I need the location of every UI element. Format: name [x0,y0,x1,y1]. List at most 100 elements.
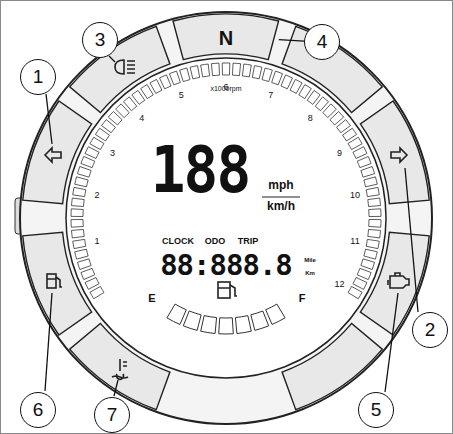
callout-number: 4 [317,31,328,53]
tach-tick [160,75,172,89]
display-text: Km [305,270,315,276]
tach-tick [353,278,367,290]
fuel-bar [183,311,201,330]
fuel-bar [219,318,234,334]
tach-number: 1 [94,236,99,246]
tach-tick [353,147,367,159]
tach-tick [364,249,377,259]
tach-tick [180,68,190,82]
tach-tick [169,71,180,85]
tach-tick [201,64,210,77]
tach-tick [73,239,86,248]
fuel-bar [167,304,186,324]
tach-tick [262,68,272,82]
indicator-segment [360,101,429,204]
tach-tick [141,85,154,99]
display-text: ODO [205,236,226,246]
display-text: CLOCK [162,236,194,246]
tach-number: 11 [350,236,359,246]
tach-tick [211,63,219,75]
indicator-segment [23,101,92,204]
callout-number: 2 [425,319,436,341]
tach-tick [222,63,230,75]
tach-tick [343,128,357,141]
status-icons [45,60,409,379]
display-text: km/h [267,199,295,213]
tach-number: 5 [179,90,184,100]
fuel-bar [251,311,269,330]
callout-circle: 7 [94,397,130,433]
tach-tick [348,137,362,149]
tach-tick [368,198,381,206]
tach-tick [90,137,104,149]
tach-tick [85,147,99,159]
tach-tick [90,286,104,298]
tach-tick [364,177,377,187]
callout-circle: 6 [20,392,56,428]
tach-number: 3 [110,148,115,158]
fuel-bar [235,316,251,334]
display-text: TRIP [238,236,259,246]
callout-circle: 4 [304,24,340,60]
tach-number: 12 [334,279,344,289]
tach-tick [348,286,362,298]
tach-tick [85,278,99,290]
callout-number: 5 [371,399,382,421]
tach-tick [242,64,251,77]
tach-tick [369,219,381,227]
tach-number: 4 [139,113,144,123]
tach-tick [232,63,240,75]
tach-tick [77,259,91,270]
callout-number: 6 [33,399,44,421]
tach-tick [361,167,375,178]
tach-tick [71,198,84,206]
tach-tick [368,229,381,237]
tach-number: 8 [308,113,313,123]
indicator-segment [70,323,170,409]
tach-tick [357,268,371,279]
segment-shape [173,14,279,60]
tach-tick [75,249,88,259]
display-text: Mile [304,257,316,263]
callout-circle: 1 [20,59,56,95]
fuel-bar [266,304,285,324]
display-text: 88:888.8 [160,248,292,282]
tach-number: 2 [94,190,99,200]
tach-tick [369,209,381,217]
display-face [66,58,386,378]
tach-tick [357,156,371,167]
tach-tick [252,66,262,79]
tach-tick [81,268,95,279]
tach-tick [281,75,293,89]
tach-tick [150,79,162,93]
indicator-segment [23,232,92,335]
tach-tick [71,209,83,217]
display-text: F [299,292,306,304]
gauge-housing [20,12,432,424]
tach-tick [81,156,95,167]
callout-number: 3 [95,29,106,51]
leader-line [279,40,304,41]
tach-number: 7 [268,90,273,100]
tach-tick [290,79,302,93]
fuel-bar [201,316,217,334]
callout-number: 1 [33,66,44,88]
callout-circle: 3 [82,22,118,58]
tach-number: 9 [337,148,342,158]
display-text: mph [268,178,293,192]
indicator-letter: N [219,23,233,50]
tach-tick [366,187,379,196]
tach-tick [71,219,83,227]
tach-tick [77,167,91,178]
tach-tick [272,71,283,85]
display-text: E [148,292,155,304]
tach-tick [73,187,86,196]
callout-number: 7 [107,404,118,426]
tach-tick [366,239,379,248]
tach-tick [361,259,375,270]
tach-tick [190,66,200,79]
tach-tick [71,229,84,237]
